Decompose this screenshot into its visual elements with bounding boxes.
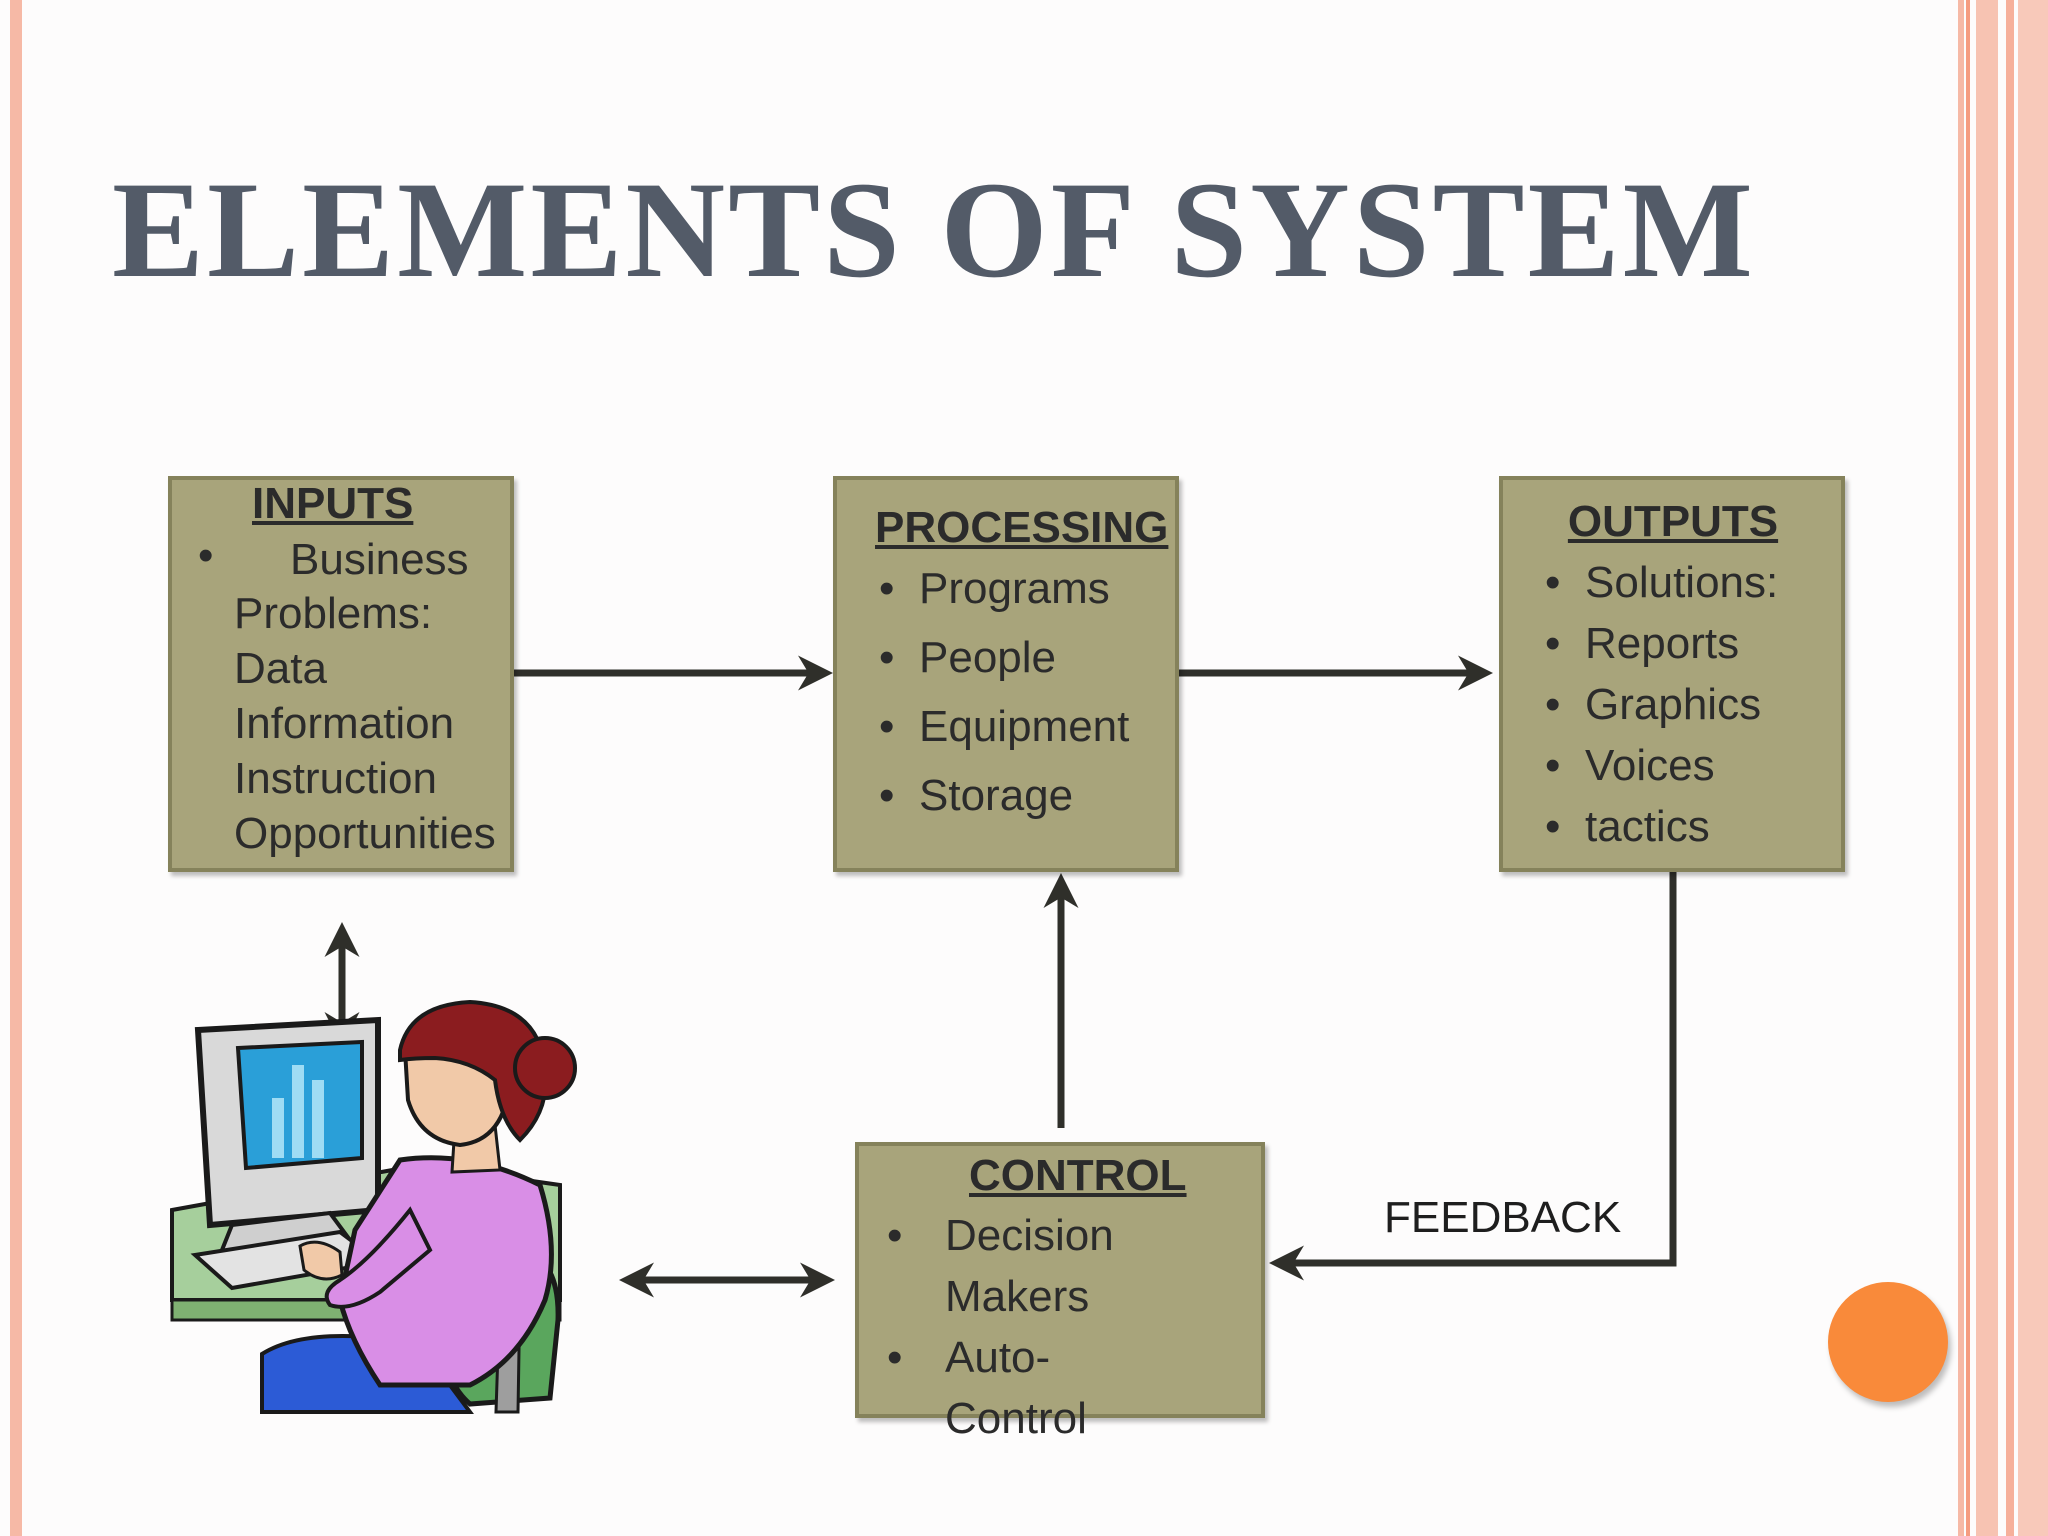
processing-item: People bbox=[863, 630, 1175, 685]
outputs-item: Solutions: bbox=[1529, 555, 1841, 610]
inputs-line-5: Instruction bbox=[234, 754, 437, 803]
feedback-label: FEEDBACK bbox=[1384, 1193, 1622, 1242]
woman-at-computer-illustration bbox=[170, 999, 577, 1414]
right-frame-stripe-2 bbox=[1966, 0, 1970, 1536]
right-frame-stripe-5 bbox=[2018, 0, 2048, 1536]
processing-heading: PROCESSING bbox=[875, 503, 1169, 552]
outputs-heading: OUTPUTS bbox=[1567, 497, 1779, 546]
processing-box: PROCESSING Programs People Equipment Sto… bbox=[833, 476, 1179, 872]
right-frame-stripe-3 bbox=[1976, 0, 1998, 1536]
outputs-item: tactics bbox=[1529, 799, 1841, 854]
processing-item: Equipment bbox=[863, 699, 1175, 754]
left-frame-stripe bbox=[10, 0, 22, 1536]
decorative-orange-circle bbox=[1828, 1282, 1948, 1402]
slide-title: ELEMENTS OF SYSTEM bbox=[112, 153, 1756, 306]
processing-item: Programs bbox=[863, 561, 1175, 616]
control-line-4: Control bbox=[945, 1394, 1087, 1443]
arrow-feedback-outputs-to-control bbox=[1269, 872, 1677, 1281]
outputs-item: Voices bbox=[1529, 738, 1841, 793]
processing-list: Programs People Equipment Storage bbox=[863, 561, 1175, 823]
outputs-item: Reports bbox=[1529, 616, 1841, 671]
processing-item: Storage bbox=[863, 768, 1175, 823]
right-frame-stripe-4 bbox=[2006, 0, 2014, 1536]
control-bullet-2: • bbox=[887, 1333, 903, 1382]
control-line-2: Makers bbox=[945, 1272, 1090, 1321]
outputs-box: OUTPUTS Solutions: Reports Graphics Voic… bbox=[1499, 476, 1845, 872]
inputs-bullet: • bbox=[198, 531, 214, 580]
control-bullet-1: • bbox=[887, 1211, 903, 1260]
inputs-heading: INPUTS bbox=[252, 479, 414, 528]
inputs-line-3: Data bbox=[234, 644, 327, 693]
outputs-item: Graphics bbox=[1529, 677, 1841, 732]
inputs-line-1: Business bbox=[290, 535, 469, 584]
control-line-3: Auto- bbox=[945, 1333, 1051, 1382]
inputs-line-2: Problems: bbox=[234, 589, 433, 638]
control-line-1: Decision bbox=[945, 1211, 1114, 1260]
inputs-box: INPUTS • Business Problems: Data Informa… bbox=[168, 476, 514, 872]
right-frame-stripe-1 bbox=[1958, 0, 1964, 1536]
control-heading: CONTROL bbox=[969, 1151, 1187, 1200]
control-box: CONTROL • Decision Makers • Auto- Contro… bbox=[855, 1142, 1265, 1443]
inputs-line-6: Opportunities bbox=[234, 809, 496, 858]
inputs-line-4: Information bbox=[234, 699, 455, 748]
outputs-list: Solutions: Reports Graphics Voices tacti… bbox=[1529, 555, 1841, 854]
